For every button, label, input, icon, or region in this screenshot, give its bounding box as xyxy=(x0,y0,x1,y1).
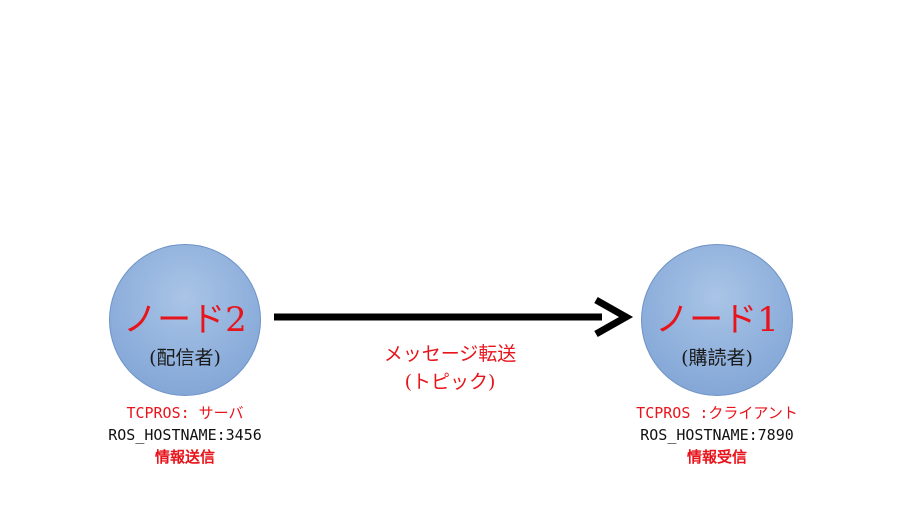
arrow-head xyxy=(594,296,634,338)
arrow-label-line2: (トピック) xyxy=(404,371,496,393)
arrow-label-line1: メッセージ転送 xyxy=(383,343,517,365)
subscriber-protocol: TCPROS :クライアント xyxy=(636,404,798,422)
publisher-protocol: TCPROS: サーバ xyxy=(126,404,244,422)
publisher-caption: TCPROS: サーバ ROS_HOSTNAME:3456 情報送信 xyxy=(85,402,285,468)
publisher-node-role: (配信者) xyxy=(149,347,221,369)
subscriber-hostname: ROS_HOSTNAME:7890 xyxy=(640,426,794,444)
publisher-node: ノード2 (配信者) xyxy=(109,244,261,396)
subscriber-node-role: (購読者) xyxy=(681,347,753,369)
subscriber-action: 情報受信 xyxy=(686,448,747,466)
publisher-node-title: ノード2 xyxy=(123,300,247,340)
publisher-hostname: ROS_HOSTNAME:3456 xyxy=(108,426,262,444)
subscriber-node: ノード1 (購読者) xyxy=(641,244,793,396)
publisher-action: 情報送信 xyxy=(154,448,215,466)
arrow-label: メッセージ転送 (トピック) xyxy=(330,340,570,396)
subscriber-caption: TCPROS :クライアント ROS_HOSTNAME:7890 情報受信 xyxy=(602,402,832,468)
subscriber-node-title: ノード1 xyxy=(655,300,779,340)
